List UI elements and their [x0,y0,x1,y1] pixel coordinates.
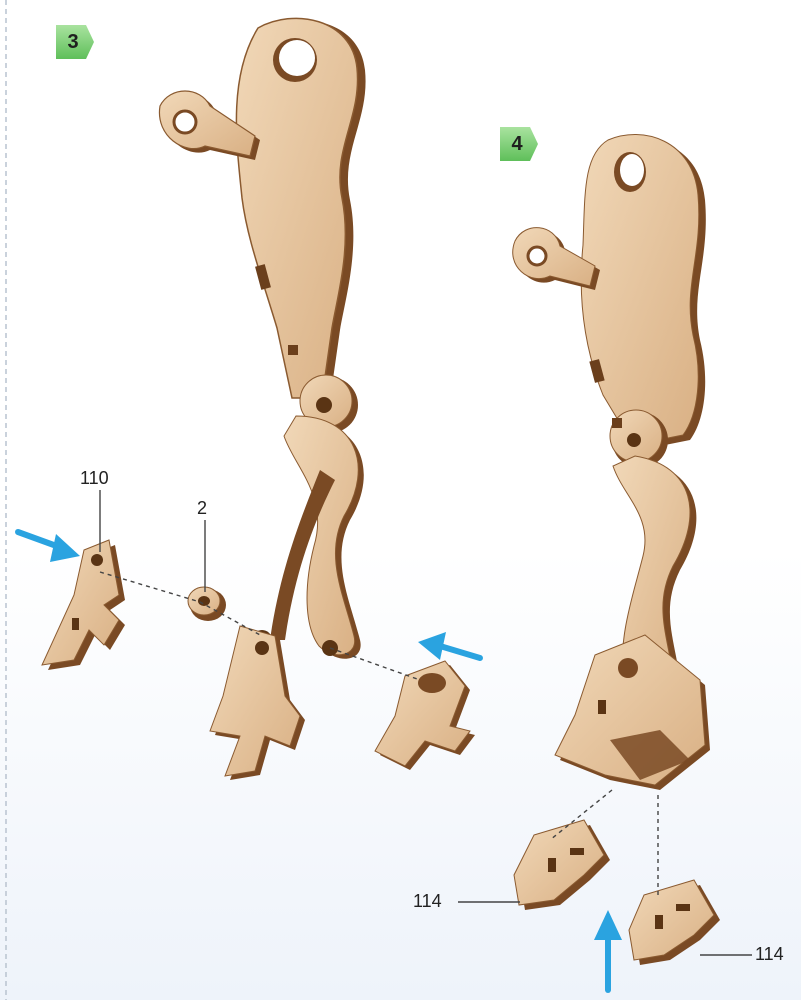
step4-part-114-left [514,820,610,910]
step3-lower-foot-left [210,626,305,780]
part-label-2: 2 [197,498,207,519]
blue-arrow-right [418,632,480,660]
step-badge-3: 3 [58,25,92,59]
blue-arrow-up [594,910,622,990]
step4-leg-assembly [513,135,710,790]
step3-leg-assembly [159,18,365,658]
step3-part-2-washer [188,587,226,621]
step3-part-right-foot [375,661,475,770]
step-number: 4 [502,127,532,161]
step-badge-4: 4 [502,127,536,161]
part-label-114-left: 114 [413,891,442,912]
step4-part-114-right [629,880,720,965]
step3-alignment-line [100,572,262,636]
blue-arrow-left [18,532,80,562]
part-label-110: 110 [80,468,109,489]
step-number: 3 [58,25,88,59]
part-label-114-right: 114 [755,944,784,965]
